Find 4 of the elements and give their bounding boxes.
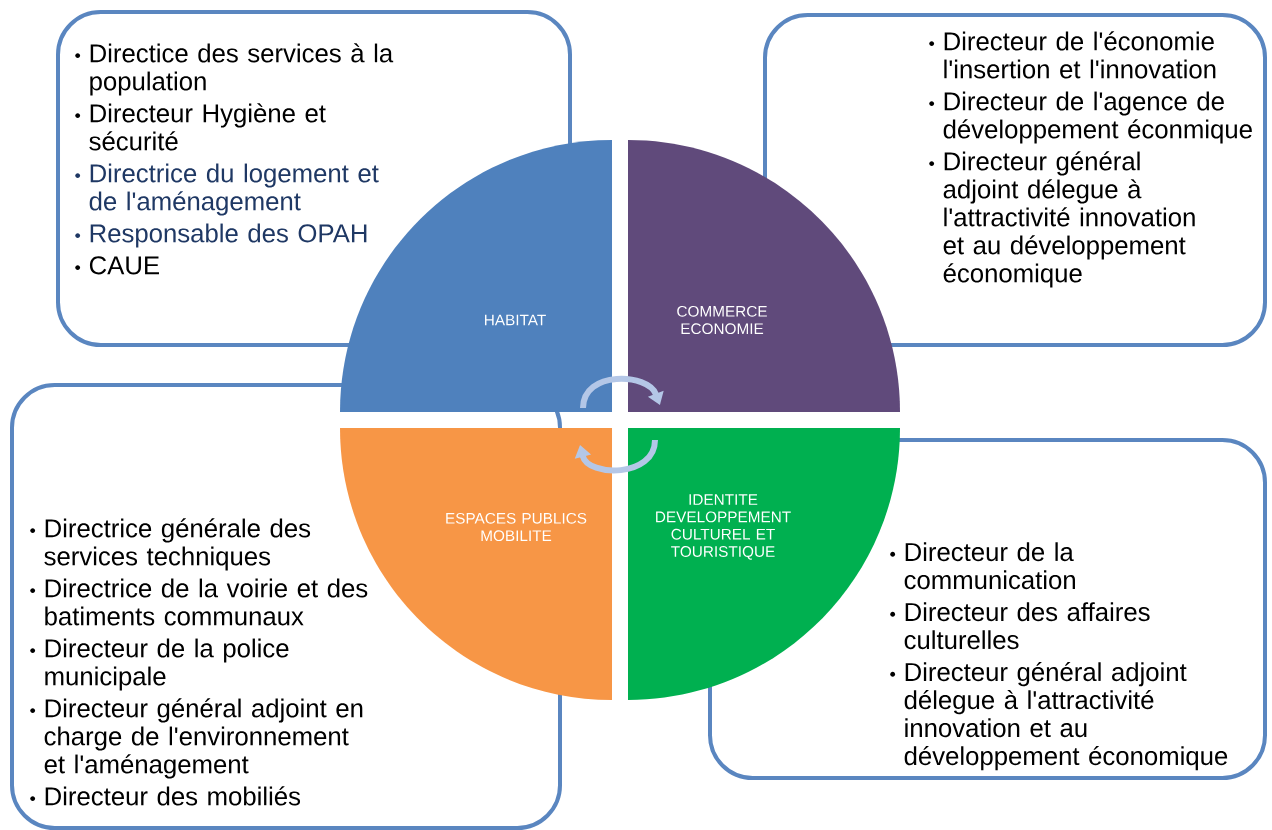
quadrant-sector: COMMERCE ECONOMIE <box>628 140 900 412</box>
cycle-arrow <box>580 375 664 409</box>
cycle-arrow <box>574 439 658 474</box>
quadrant-sector: IDENTITE DEVELOPPEMENT CULTUREL ET TOURISTIQUE <box>628 428 900 700</box>
